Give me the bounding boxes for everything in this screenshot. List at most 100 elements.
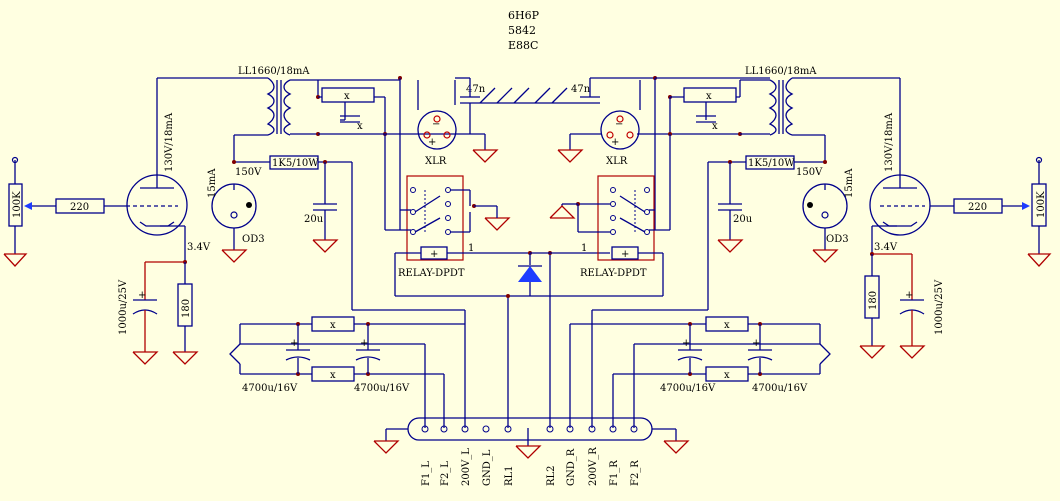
connector-pin: [566, 425, 574, 433]
svg-text:+: +: [682, 338, 690, 349]
ground-symbol: [717, 239, 744, 253]
grid-resistor-right-label: 220: [968, 202, 987, 213]
connector-pin-label: F2_R: [630, 460, 641, 486]
anode-voltage-left: 130V/18mA: [164, 112, 175, 172]
svg-text:+: +: [428, 137, 436, 148]
cathode-resistor-left-label: 180: [181, 299, 192, 318]
ground-symbol: [484, 217, 511, 231]
connector-pin: [630, 425, 638, 433]
svg-text:+: +: [905, 290, 913, 301]
pot-label-right: 100K: [1036, 191, 1047, 218]
cathode-resistor-right-label: 180: [868, 291, 879, 310]
dropper-resistor-right-label: 1K5/10W: [748, 158, 795, 169]
psu-cap-right-a: 4700u/16V: [660, 383, 716, 394]
connector-pin: [609, 425, 617, 433]
zobel-resistor-left: [321, 87, 375, 103]
connector-pin: [461, 425, 469, 433]
svg-text:1: 1: [581, 243, 587, 254]
ground-symbol: [859, 345, 886, 359]
connector-pin-label: 200V_R: [588, 447, 599, 486]
svg-text:x: x: [724, 370, 730, 381]
input-pot-left: 100K: [8, 156, 32, 254]
relay-label-right: RELAY-DPDT: [580, 268, 647, 279]
anode-voltage-right: 130V/18mA: [884, 112, 895, 172]
ground-symbol: [515, 445, 542, 459]
grid-resistor-left-label: 220: [70, 202, 89, 213]
reg-voltage-left: 150V: [235, 167, 262, 178]
relay-label-left: RELAY-DPDT: [398, 268, 465, 279]
connector-pin: [504, 425, 512, 433]
ground-symbol: [172, 351, 199, 365]
connector-pin: [546, 425, 554, 433]
svg-text:+: +: [611, 137, 619, 148]
tube-type-label-3: E88C: [508, 39, 538, 52]
tube-type-label-1: 6H6P: [508, 9, 540, 22]
transformer-label-left: LL1660/18mA: [238, 66, 310, 77]
ground-symbol: [663, 440, 690, 454]
reg-tube-right: OD3: [826, 234, 849, 245]
ground-symbol: [3, 253, 28, 267]
connector-pin: [588, 425, 596, 433]
bias-voltage-right: 3.4V: [874, 242, 898, 253]
reg-voltage-right: 150V: [796, 167, 823, 178]
svg-text:−: −: [615, 119, 623, 130]
connector-pin-label: 200V_L: [461, 448, 472, 486]
ground-symbol: [132, 351, 159, 365]
svg-text:x: x: [724, 320, 730, 331]
svg-text:+: +: [430, 249, 438, 260]
psu-cap-left-b: 4700u/16V: [354, 383, 410, 394]
connector-pin-label: F1_R: [609, 460, 620, 486]
svg-text:+: +: [752, 338, 760, 349]
output-transformer-right: [768, 77, 900, 162]
coupling-cap-right-label: 47n: [571, 84, 591, 95]
connector-pin-label: RL2: [546, 465, 557, 486]
ground-symbol: [312, 239, 339, 253]
connector-pin-label: RL1: [504, 465, 515, 486]
ground-symbol: [373, 440, 400, 454]
filter-cap-right-label: 20u: [733, 214, 753, 225]
relay-right: +: [597, 175, 655, 261]
ground-symbol: [899, 345, 926, 359]
xlr-label-left: XLR: [425, 156, 447, 167]
tube-type-label-2: 5842: [508, 24, 536, 37]
connector-pin-label: GND_L: [482, 449, 493, 486]
ground-symbol: [221, 249, 248, 263]
svg-text:x: x: [344, 91, 350, 102]
transformer-label-right: LL1660/18mA: [745, 66, 817, 77]
voltage-regulator-tube-left: [211, 183, 257, 250]
connector-pin: [482, 425, 490, 433]
svg-text:+: +: [138, 290, 146, 301]
reg-current-left: 15mA: [207, 168, 218, 198]
svg-text:+: +: [621, 249, 629, 260]
ground-symbol: [557, 149, 584, 163]
power-connector: [373, 417, 690, 459]
bias-voltage-left: 3.4V: [187, 242, 211, 253]
filter-cap-left-label: 20u: [304, 214, 324, 225]
ground-symbol: [472, 149, 499, 163]
triode-left: [126, 78, 188, 262]
ground-symbol: [812, 249, 839, 263]
bypass-cap-label-right: 1000u/25V: [934, 279, 945, 335]
connector-pin: [421, 425, 429, 433]
svg-text:x: x: [330, 370, 336, 381]
xlr-connector-left: − +: [417, 110, 457, 150]
svg-text:1: 1: [468, 243, 474, 254]
flyback-diode: [518, 251, 552, 428]
reg-current-right: 15mA: [844, 168, 855, 198]
connector-pin-label: F2_L: [440, 461, 451, 486]
connector-pin-label: GND_R: [566, 448, 577, 486]
psu-filter-left: x x + +: [229, 316, 465, 428]
svg-text:x: x: [706, 91, 712, 102]
input-pot-right: 100K: [1022, 156, 1047, 254]
psu-cap-right-b: 4700u/16V: [752, 383, 808, 394]
xlr-connector-right: − +: [600, 110, 640, 150]
svg-text:+: +: [360, 338, 368, 349]
psu-filter-right: x x + +: [569, 316, 831, 428]
coupling-cap-left-label: 47n: [466, 84, 486, 95]
psu-cap-left-a: 4700u/16V: [242, 383, 298, 394]
svg-text:x: x: [712, 121, 718, 132]
dropper-resistor-left-label: 1K5/10W: [272, 158, 319, 169]
pot-label-left: 100K: [12, 191, 23, 218]
